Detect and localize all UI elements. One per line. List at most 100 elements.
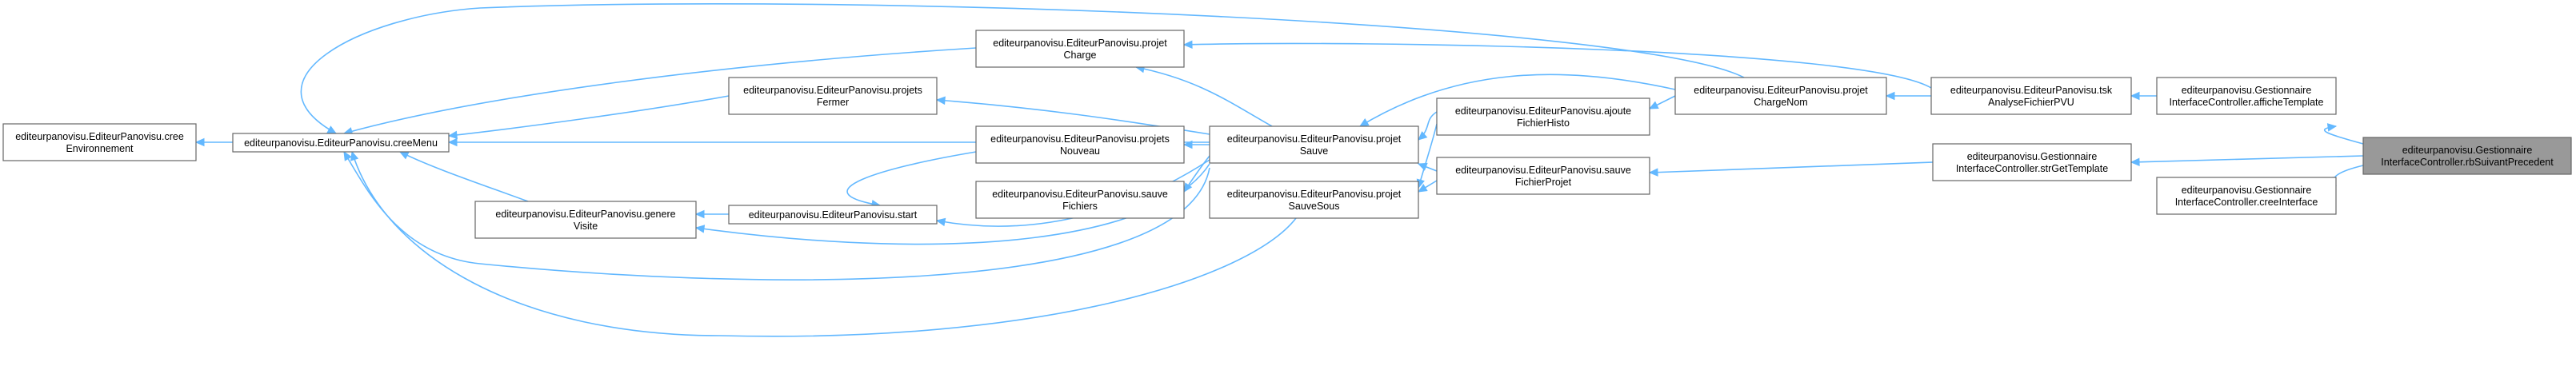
- node-box: [975, 30, 1185, 68]
- node-label-line: editeurpanovisu.EditeurPanovisu.ajoute: [1455, 105, 1631, 117]
- node-label-line: FichierHisto: [1517, 117, 1570, 129]
- node-label-line: editeurpanovisu.EditeurPanovisu.cree: [15, 131, 184, 142]
- function-node[interactable]: editeurpanovisu.EditeurPanovisu.projetSa…: [1209, 125, 1419, 164]
- edge-arrowhead: [1885, 91, 1895, 101]
- edge-rbsuivant-to-strgettemplate: [2130, 155, 2364, 166]
- node-box: [728, 205, 938, 225]
- edge-arrowhead: [1648, 168, 1658, 177]
- edge-creemenu-to-creeenvironnement: [194, 137, 233, 147]
- edge-rbsuivant-to-affichetemplate: [2323, 123, 2364, 145]
- edge-arrowhead: [2130, 157, 2140, 166]
- node-box: [1209, 181, 1419, 219]
- edge-line: [2130, 155, 2364, 163]
- function-node[interactable]: editeurpanovisu.EditeurPanovisu.tskAnaly…: [1930, 77, 2132, 115]
- edge-arrowhead: [350, 150, 359, 161]
- function-node[interactable]: editeurpanovisu.EditeurPanovisu.projetCh…: [1674, 77, 1887, 115]
- edge-ajoutefichierhisto-to-sauvesous: [1416, 123, 1438, 189]
- node-box: [1674, 77, 1887, 115]
- node-box: [1930, 77, 2132, 115]
- edge-arrowhead: [326, 125, 338, 134]
- edge-chargenom-to-sauve: [1358, 74, 1676, 127]
- edge-arrowhead: [1417, 184, 1428, 193]
- node-label-line: editeurpanovisu.Gestionnaire: [2182, 185, 2312, 196]
- function-node[interactable]: editeurpanovisu.EditeurPanovisu.genereVi…: [474, 201, 697, 239]
- node-box: [1209, 125, 1419, 164]
- node-label-line: Visite: [574, 221, 598, 232]
- function-node[interactable]: editeurpanovisu.GestionnaireInterfaceCon…: [2156, 177, 2337, 215]
- edge-line: [351, 151, 1297, 337]
- function-node[interactable]: editeurpanovisu.EditeurPanovisu.sauveFic…: [975, 181, 1185, 219]
- edge-line: [1649, 161, 1934, 173]
- edge-sauvefichierprojet-to-sauve: [1417, 162, 1438, 172]
- edge-affichetemplate-to-tsk: [2130, 91, 2157, 101]
- function-node[interactable]: editeurpanovisu.EditeurPanovisu.ajouteFi…: [1436, 97, 1650, 136]
- edge-line: [1183, 42, 1932, 89]
- edge-arrowhead: [2130, 91, 2140, 101]
- node-label-line: editeurpanovisu.EditeurPanovisu.projets: [990, 133, 1170, 145]
- edge-arrowhead: [1418, 131, 1428, 141]
- function-node[interactable]: editeurpanovisu.EditeurPanovisu.projetCh…: [975, 30, 1185, 68]
- edge-sauve-to-charge: [1134, 64, 1273, 127]
- edge-line: [343, 47, 977, 134]
- edge-line: [300, 3, 1745, 134]
- node-label-line: editeurpanovisu.EditeurPanovisu.genere: [495, 209, 675, 220]
- function-node[interactable]: editeurpanovisu.EditeurPanovisu.creeMenu: [232, 133, 450, 153]
- edge-generevisite-to-creemenu: [398, 151, 529, 202]
- edge-arrowhead: [2326, 123, 2338, 132]
- edge-arrowhead: [1182, 40, 1193, 49]
- node-box: [975, 181, 1185, 219]
- edge-ajoutefichierhisto-to-sauve: [1418, 111, 1438, 141]
- edge-chargenom-to-ajoutefichierhisto: [1648, 95, 1676, 109]
- node-box: [2362, 137, 2572, 175]
- node-box: [474, 201, 697, 239]
- edge-arrowhead: [694, 209, 705, 219]
- node-box: [232, 133, 450, 153]
- edge-sauvefichierprojet-to-sauvesous: [1417, 180, 1438, 193]
- function-node[interactable]: editeurpanovisu.EditeurPanovisu.projetsF…: [728, 77, 938, 115]
- node-label-line: editeurpanovisu.EditeurPanovisu.projet: [1227, 189, 1402, 200]
- edge-line: [448, 95, 730, 137]
- edge-tsk-to-charge: [1182, 40, 1932, 89]
- node-label-line: InterfaceController.afficheTemplate: [2170, 97, 2324, 108]
- function-node[interactable]: editeurpanovisu.EditeurPanovisu.projetSa…: [1209, 181, 1419, 219]
- edge-arrowhead: [447, 137, 458, 147]
- edge-start-to-generevisite: [694, 209, 729, 219]
- edge-line: [1135, 66, 1273, 127]
- edge-line: [399, 151, 529, 202]
- node-label-line: editeurpanovisu.EditeurPanovisu.sauve: [1455, 165, 1631, 176]
- edge-tsk-to-chargenom: [1885, 91, 1931, 101]
- node-label-line: editeurpanovisu.Gestionnaire: [2402, 145, 2533, 156]
- node-label-line: Charge: [1064, 50, 1097, 61]
- node-label-line: Fichiers: [1062, 201, 1098, 212]
- function-node[interactable]: editeurpanovisu.GestionnaireInterfaceCon…: [1932, 143, 2132, 181]
- function-node[interactable]: editeurpanovisu.EditeurPanovisu.start: [728, 205, 938, 225]
- node-label-line: editeurpanovisu.Gestionnaire: [2182, 85, 2312, 96]
- function-node[interactable]: editeurpanovisu.GestionnaireInterfaceCon…: [2156, 77, 2337, 115]
- node-label-line: editeurpanovisu.EditeurPanovisu.projet: [993, 38, 1167, 49]
- edge-arrowhead: [1358, 118, 1370, 127]
- function-node[interactable]: editeurpanovisu.EditeurPanovisu.creeEnvi…: [2, 123, 197, 161]
- current-function-node[interactable]: editeurpanovisu.GestionnaireInterfaceCon…: [2362, 137, 2572, 175]
- graph-nodes: editeurpanovisu.EditeurPanovisu.creeEnvi…: [2, 30, 2572, 239]
- node-box: [2156, 177, 2337, 215]
- function-node[interactable]: editeurpanovisu.EditeurPanovisu.projetsN…: [975, 125, 1185, 164]
- edge-nouveau-to-start: [846, 151, 977, 209]
- node-label-line: editeurpanovisu.EditeurPanovisu.tsk: [1950, 85, 2113, 96]
- node-label-line: Nouveau: [1060, 145, 1100, 157]
- edge-fermer-to-creemenu: [447, 95, 730, 140]
- node-label-line: editeurpanovisu.EditeurPanovisu.projet: [1694, 85, 1868, 96]
- edge-arrowhead: [343, 150, 352, 161]
- function-node[interactable]: editeurpanovisu.EditeurPanovisu.sauveFic…: [1436, 157, 1650, 195]
- edge-line: [2333, 165, 2364, 186]
- edge-arrowhead: [1648, 101, 1659, 109]
- edge-strgettemplate-to-sauvefichierprojet: [1648, 161, 1934, 177]
- edge-line: [1359, 74, 1676, 127]
- node-box: [1932, 143, 2132, 181]
- node-label-line: InterfaceController.strGetTemplate: [1956, 163, 2108, 174]
- node-box: [1436, 157, 1650, 195]
- node-box: [975, 125, 1185, 164]
- node-label-line: AnalyseFichierPVU: [1988, 97, 2074, 108]
- node-label-line: editeurpanovisu.EditeurPanovisu.sauve: [992, 189, 1168, 200]
- node-box: [2156, 77, 2337, 115]
